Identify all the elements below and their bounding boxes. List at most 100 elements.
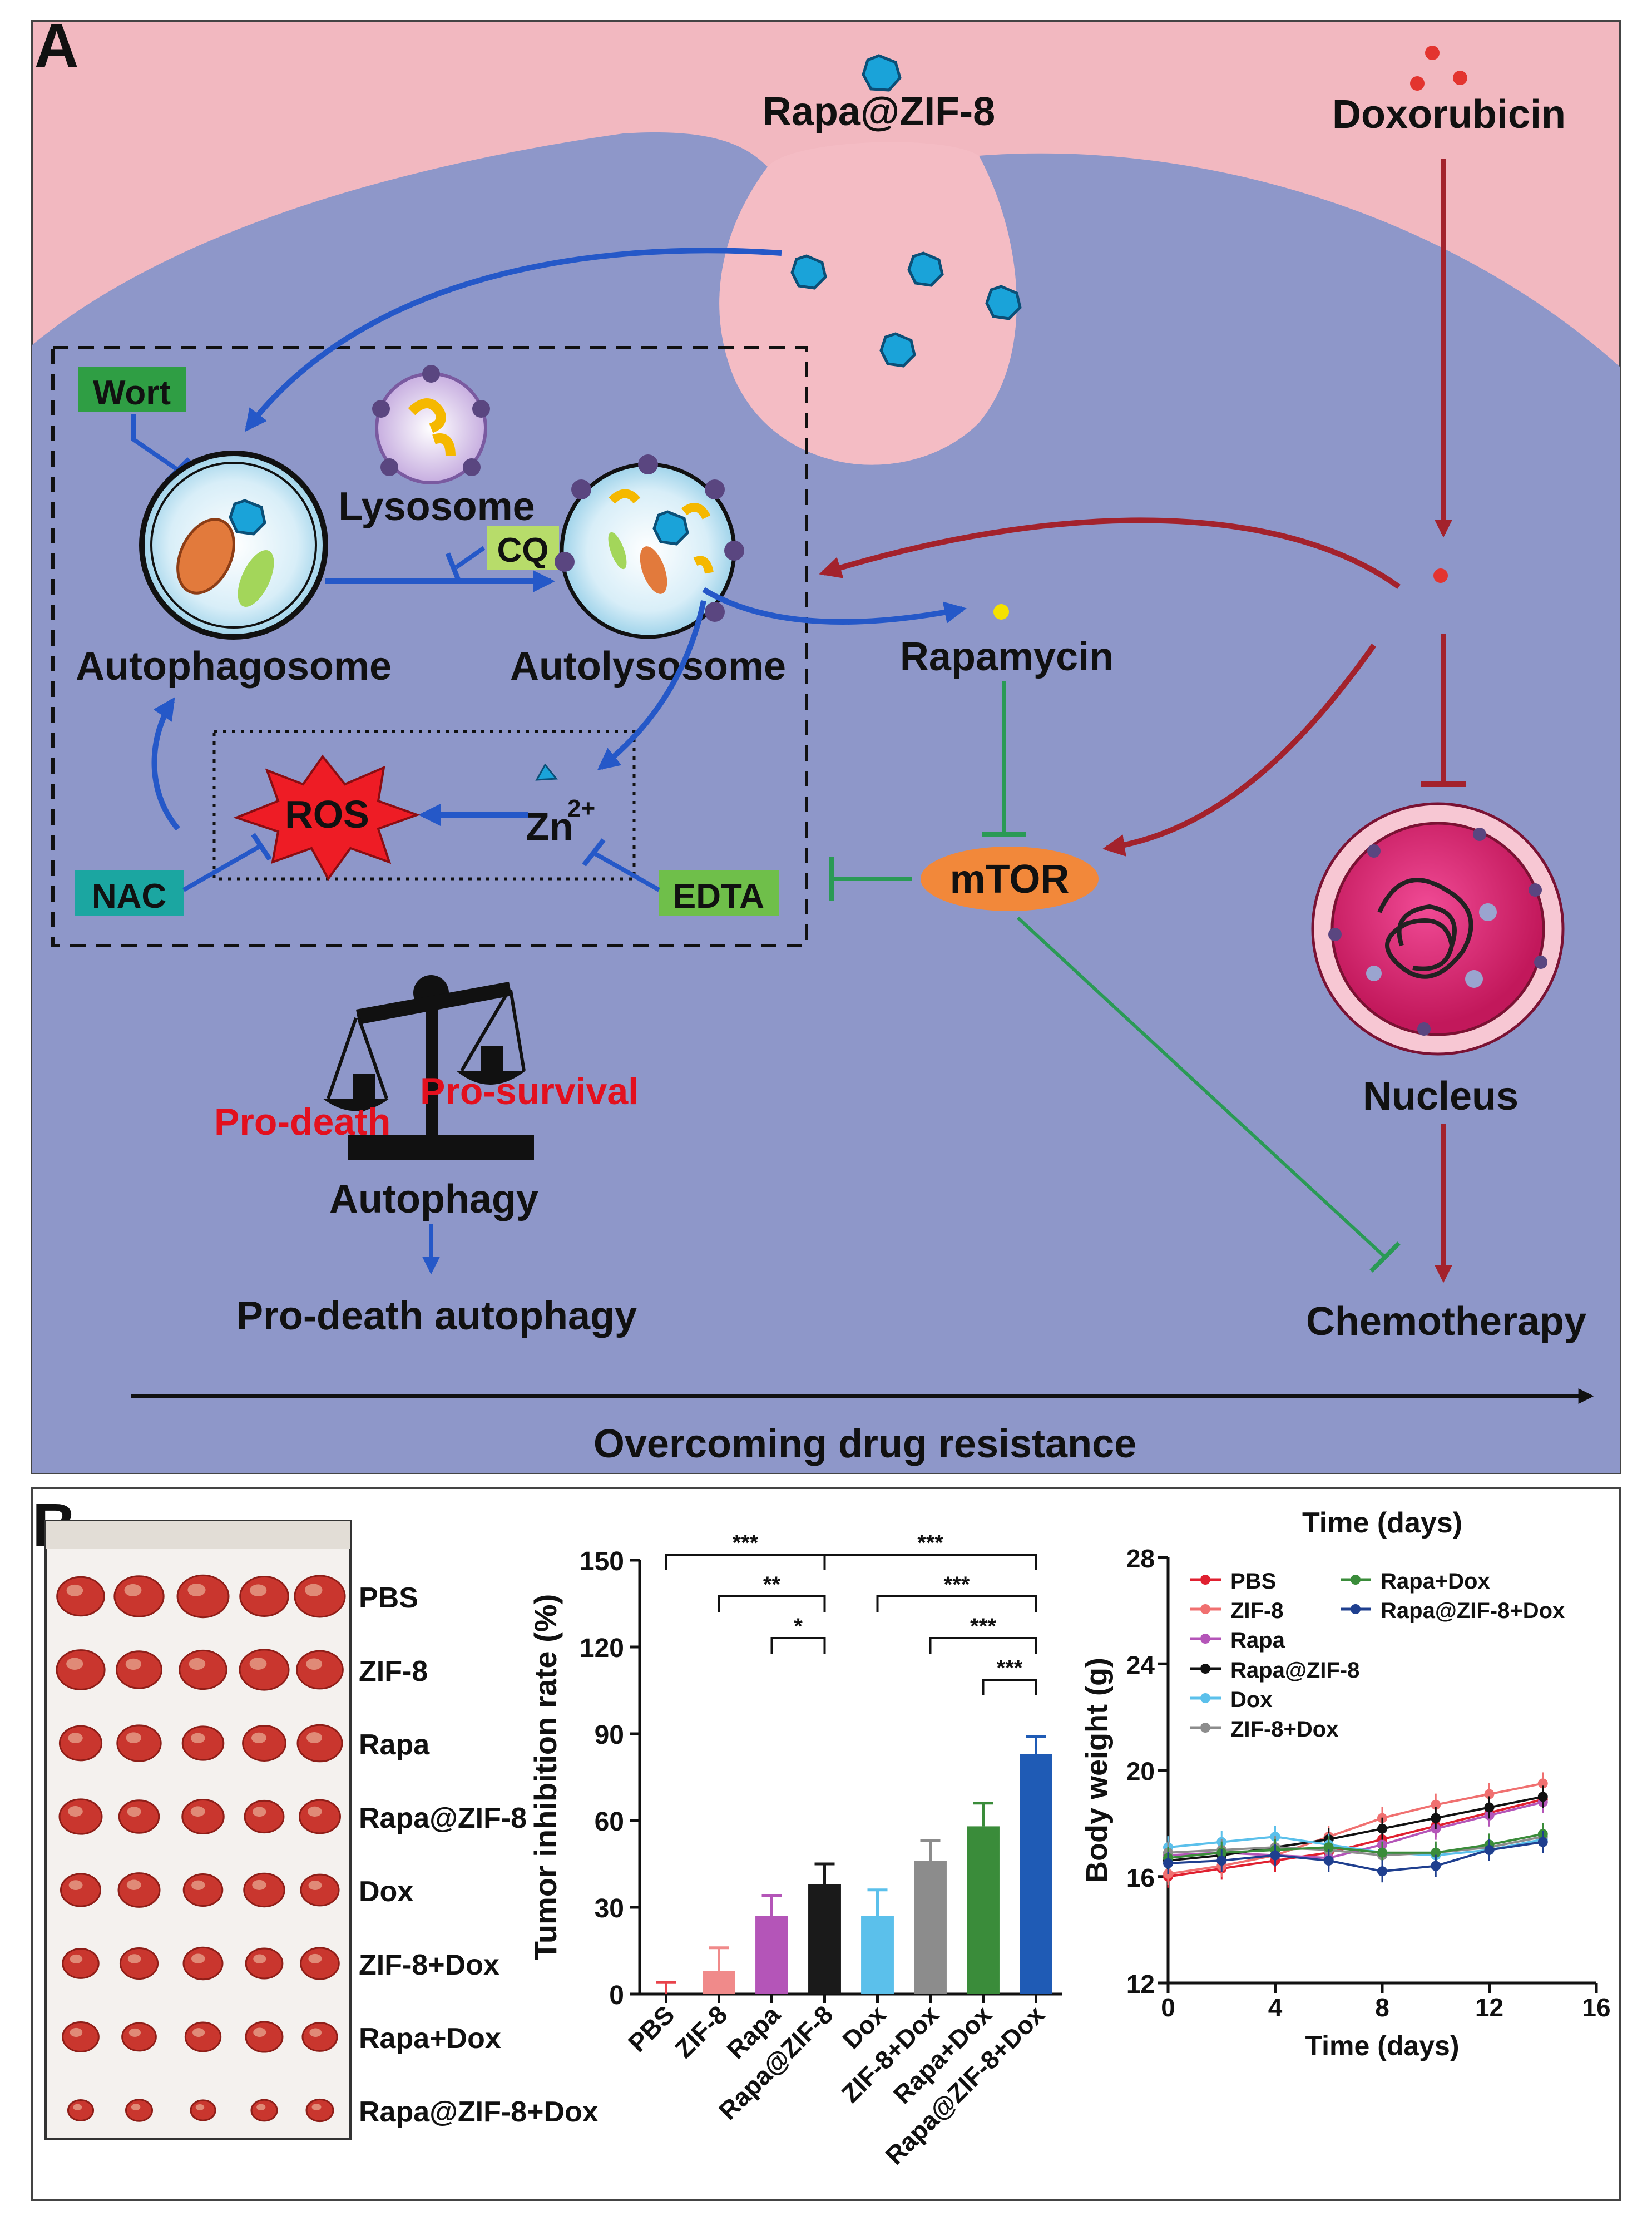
- doxorubicin-label: Doxorubicin: [1332, 92, 1566, 137]
- tumor-icon: [176, 1574, 230, 1619]
- doxorubicin-molecules-icon: [1410, 46, 1467, 91]
- ros-autophagosome-arrow: [151, 697, 180, 831]
- tumor-highlight: [256, 2104, 266, 2110]
- tumor-icon: [56, 1649, 106, 1690]
- legend-label-0: PBS: [1230, 1569, 1276, 1594]
- tumor-highlight: [191, 1953, 205, 1963]
- tumor-highlight: [306, 1732, 322, 1743]
- tumor-icon: [305, 2098, 334, 2123]
- sig-label: ***: [944, 1572, 970, 1597]
- panel-b: B PBSZIF-8RapaRapa@ZIF-8DoxZIF-8+DoxRapa…: [31, 1487, 1621, 2201]
- tumor-icon: [62, 2021, 100, 2053]
- edta-box: [659, 870, 779, 916]
- tumor-highlight: [127, 1954, 141, 1964]
- sig-bracket: [718, 1595, 826, 1612]
- bar-y-tick-label: 120: [580, 1634, 624, 1663]
- tumor-icon: [245, 2021, 284, 2053]
- series-point-Rapa@ZIF-8+Dox: [1484, 1844, 1495, 1855]
- edta-label: EDTA: [673, 877, 764, 916]
- legend-marker-icon: [1351, 1575, 1361, 1585]
- line-x-tick-label: 16: [1582, 1993, 1610, 2022]
- tumor-highlight: [308, 1953, 322, 1963]
- tumor-icon: [62, 1948, 100, 1979]
- tumor-icon: [300, 1873, 340, 1907]
- autophagy-label: Autophagy: [329, 1177, 538, 1221]
- pro-survival-label: Pro-survival: [420, 1070, 639, 1112]
- bar-Dox: [861, 1916, 894, 1994]
- series-point-Rapa@ZIF-8+Dox: [1270, 1850, 1280, 1861]
- bar-Rapa+Dox: [967, 1826, 1000, 1994]
- legend-marker-icon: [1200, 1723, 1210, 1733]
- bar-ZIF-8: [703, 1971, 735, 1994]
- legend-label-5: ZIF-8+Dox: [1230, 1717, 1338, 1742]
- tumor-highlight: [251, 1732, 266, 1743]
- tumor-highlight: [308, 1806, 322, 1817]
- line-y-axis-label: Body weight (g): [1080, 1658, 1114, 1883]
- series-line-Dox: [1168, 1836, 1544, 1857]
- tumor-icon: [60, 1873, 102, 1907]
- legend-label-2: Rapa: [1230, 1628, 1285, 1653]
- tumor-highlight: [308, 1880, 322, 1890]
- bar-ZIF-8+Dox: [914, 1861, 947, 1994]
- cq-label: CQ: [497, 531, 549, 570]
- series-point-Rapa@ZIF-8: [1484, 1802, 1495, 1813]
- tumor-icon: [125, 2099, 154, 2122]
- bar-Rapa: [755, 1916, 788, 1994]
- panel-a-letter: A: [34, 12, 78, 80]
- sig-label: ***: [733, 1531, 759, 1555]
- tumor-icon: [296, 1724, 343, 1763]
- tumor-label-0: PBS: [359, 1582, 418, 1614]
- tumor-icon: [300, 1947, 340, 1980]
- sig-bracket: [982, 1679, 1037, 1695]
- tumor-highlight: [249, 1658, 267, 1670]
- line-y-tick-label: 20: [1126, 1757, 1155, 1786]
- line-x-tick-label: 8: [1375, 1993, 1389, 2022]
- legend-marker-icon: [1200, 1693, 1210, 1703]
- sig-bracket: [770, 1637, 826, 1654]
- series-point-ZIF-8: [1484, 1789, 1495, 1799]
- series-line-ZIF-8: [1168, 1782, 1544, 1875]
- series-point-Rapa+Dox: [1323, 1842, 1334, 1853]
- series-point-ZIF-8: [1537, 1778, 1548, 1789]
- lysosome-icon: [372, 365, 490, 484]
- series-line-Rapa+Dox: [1168, 1833, 1544, 1859]
- tumor-icon: [239, 1576, 289, 1617]
- pro-death-autophagy-label: Pro-death autophagy: [236, 1294, 637, 1338]
- tumor-icon: [182, 1873, 224, 1907]
- tumor-icon: [239, 1649, 290, 1691]
- bar-y-tick-label: 150: [580, 1547, 624, 1576]
- sig-label: ***: [970, 1614, 996, 1639]
- tumor-icon: [243, 1872, 285, 1908]
- sig-label: *: [794, 1614, 803, 1639]
- series-point-Rapa@ZIF-8+Dox: [1431, 1861, 1441, 1871]
- tumor-icon: [301, 2022, 338, 2052]
- legend-label-4: Dox: [1230, 1688, 1273, 1712]
- tumor-label-2: Rapa: [359, 1729, 430, 1761]
- tumor-highlight: [128, 2028, 141, 2037]
- tumor-label-1: ZIF-8: [359, 1655, 428, 1688]
- tumor-icon: [179, 1649, 227, 1690]
- tumor-highlight: [311, 2104, 322, 2110]
- tumor-highlight: [190, 1806, 205, 1817]
- tumor-highlight: [70, 2027, 83, 2037]
- tumor-highlight: [191, 1880, 205, 1890]
- series-point-Rapa@ZIF-8+Dox: [1163, 1858, 1173, 1868]
- autolysosome-label: Autolysosome: [510, 644, 786, 689]
- sig-label: ***: [997, 1656, 1023, 1680]
- tumor-labels: PBSZIF-8RapaRapa@ZIF-8DoxZIF-8+DoxRapa+D…: [359, 1582, 599, 2128]
- series-line-PBS: [1168, 1798, 1544, 1878]
- sig-bracket: [929, 1637, 1037, 1654]
- tumor-icon: [67, 2099, 95, 2121]
- autophagosome-label: Autophagosome: [76, 644, 392, 689]
- tumor-icon: [181, 1725, 225, 1761]
- tumor-icon: [113, 1575, 165, 1617]
- series-point-Rapa@ZIF-8+Dox: [1323, 1856, 1334, 1866]
- series-point-Rapa+Dox: [1431, 1847, 1441, 1858]
- rapamycin-release-arrow: [702, 587, 967, 625]
- line-y-tick-label: 28: [1126, 1544, 1155, 1573]
- tumor-highlight: [189, 1658, 206, 1670]
- line-x-axis-label: Time (days): [1305, 2030, 1460, 2061]
- balance-scale-icon: [323, 975, 534, 1160]
- series-point-Rapa+Dox: [1377, 1847, 1387, 1858]
